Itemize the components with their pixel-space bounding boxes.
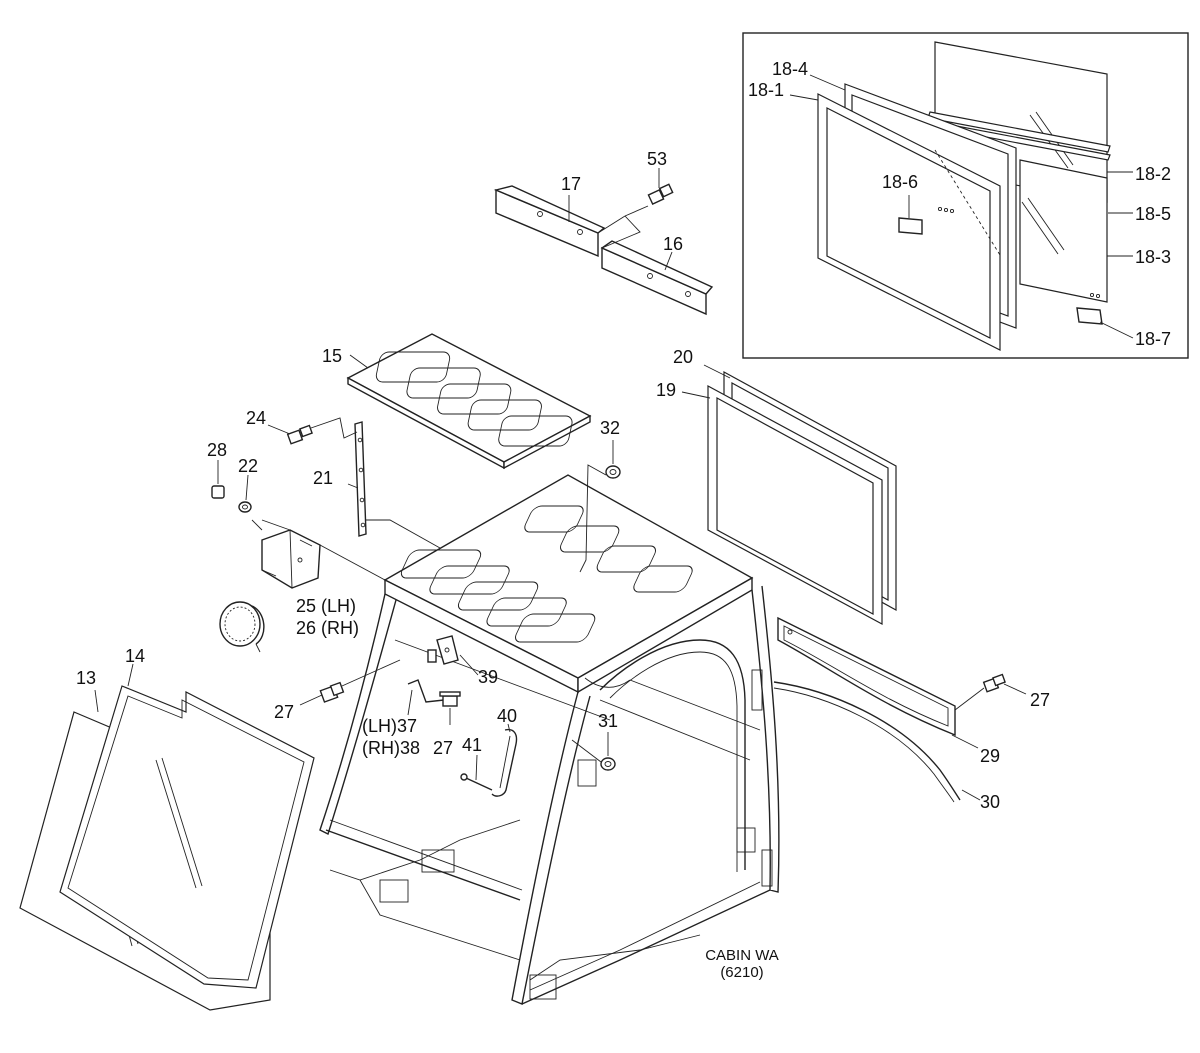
front-glass-parts: 13 14 [19,646,315,1011]
label-16: 16 [663,234,683,254]
part-41-pin [465,777,493,791]
label-37: (LH)37 [362,716,417,736]
label-38: (RH)38 [362,738,420,758]
left-brackets: 24 28 22 21 [207,408,441,549]
label-31: 31 [598,711,618,731]
side-window-frames: 20 19 [656,347,897,626]
part-22-washer [238,501,252,513]
caption: CABIN WA (6210) [705,947,779,981]
part-18-6-latch [898,217,923,235]
inset-window-assembly: 18-4 18-1 18-6 18-2 18-5 18-3 18-7 [742,32,1189,359]
caption-code: (6210) [720,964,763,981]
part-24-bolt [286,424,313,445]
part-39-hinge [436,635,459,665]
label-26: 26 (RH) [296,618,359,638]
part-30-seal [773,681,961,801]
label-25: 25 (LH) [296,596,356,616]
label-40: 40 [497,706,517,726]
label-18-4: 18-4 [772,59,808,79]
label-17: 17 [561,174,581,194]
part-37-38-link [407,679,445,703]
label-24: 24 [246,408,266,428]
caption-title: CABIN WA [705,947,779,964]
label-53: 53 [647,149,667,169]
handle-parts: 40 41 [460,706,518,797]
label-19: 19 [656,380,676,400]
cabin-frame [319,474,780,1005]
rear-panel-parts: 27 29 30 [773,616,1050,812]
label-22: 22 [238,456,258,476]
part-40-handle [491,728,518,797]
label-18-2: 18-2 [1135,164,1171,184]
label-13: 13 [76,668,96,688]
label-18-1: 18-1 [748,80,784,100]
part-15-roof-mat: 15 [322,333,592,470]
part-25-26-work-lamp: 25 (LH) 26 (RH) [219,519,386,653]
part-21-strip [354,421,367,537]
part-32-nut [605,465,621,479]
part-31-nut [600,757,616,771]
part-27-bolt-right [982,673,1006,693]
part-18-7-latch [1076,307,1103,325]
part-53-bolt [624,183,674,217]
label-21: 21 [313,468,333,488]
label-27-right: 27 [1030,690,1050,710]
label-18-7: 18-7 [1135,329,1171,349]
label-14: 14 [125,646,145,666]
label-32: 32 [600,418,620,438]
label-27-left: 27 [274,702,294,722]
hinge-parts: 39 (LH)37 (RH)38 27 [362,635,498,758]
top-rails: 53 17 16 [493,149,714,316]
part-18-3-lower-glass [1019,159,1108,303]
label-39: 39 [478,667,498,687]
label-18-6: 18-6 [882,172,918,192]
label-41: 41 [462,735,482,755]
label-30: 30 [980,792,1000,812]
label-29: 29 [980,746,1000,766]
label-18-3: 18-3 [1135,247,1171,267]
part-29-panel [777,616,956,737]
label-20: 20 [673,347,693,367]
label-18-5: 18-5 [1135,204,1171,224]
nuts-31-32: 32 31 [571,418,621,771]
part-27-bolt-center [439,691,461,707]
label-27-center: 27 [433,738,453,758]
label-28: 28 [207,440,227,460]
part-28-nut [211,485,225,499]
part-27-bolt-left: 27 [274,659,401,722]
label-15: 15 [322,346,342,366]
